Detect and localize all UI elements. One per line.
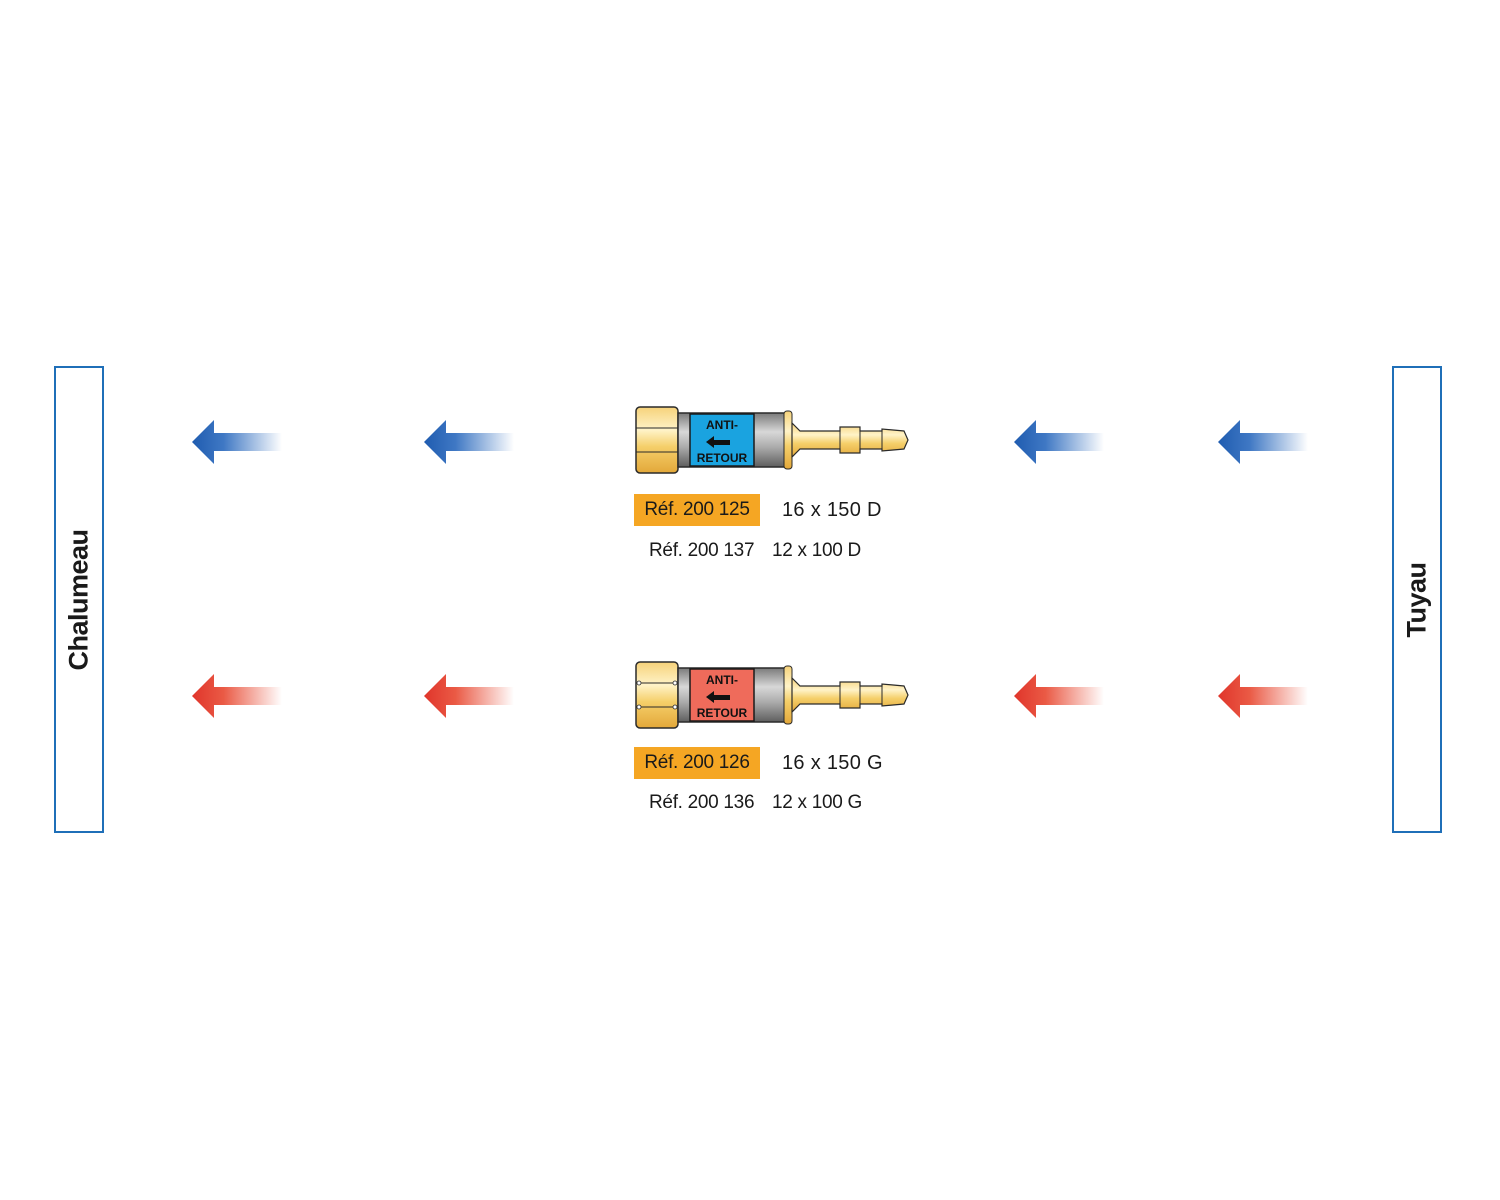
- valve-label-top: ANTI-: [706, 418, 738, 432]
- valve-label-top: ANTI-: [706, 673, 738, 687]
- size-main-red: 16 x 150 G: [782, 752, 883, 774]
- red-flow-arrow-icon: [192, 674, 282, 718]
- hose-label: Tuyau: [1401, 561, 1432, 638]
- size-main-blue: 16 x 150 D: [782, 499, 882, 521]
- ref-sub-blue: Réf. 200 137: [649, 540, 755, 561]
- red-flow-arrow-icon: [1218, 674, 1308, 718]
- red-flow-arrow-icon: [1014, 674, 1104, 718]
- hose-barb: [791, 421, 909, 459]
- red-flow-arrow-icon: [424, 674, 514, 718]
- hex-nut: [635, 661, 679, 729]
- blue-flow-arrow-icon: [192, 420, 282, 464]
- ref-main-blue: Réf. 200 125: [634, 494, 760, 526]
- red-flashback-arrestor: ANTI- RETOUR: [635, 661, 909, 729]
- torch-label: Chalumeau: [63, 528, 94, 671]
- size-sub-red: 12 x 100 G: [772, 792, 862, 813]
- hose-barb: [791, 676, 909, 714]
- valve-label-bottom: RETOUR: [697, 706, 748, 720]
- ref-sub-red: Réf. 200 136: [649, 792, 755, 813]
- blue-flow-arrow-icon: [1218, 420, 1308, 464]
- hex-nut: [635, 406, 679, 474]
- direction-arrow-icon: [706, 691, 730, 703]
- ref-main-red: Réf. 200 126: [634, 747, 760, 779]
- direction-arrow-icon: [706, 436, 730, 448]
- torch-end-box: Chalumeau: [54, 366, 104, 833]
- blue-flow-arrow-icon: [1014, 420, 1104, 464]
- size-sub-blue: 12 x 100 D: [772, 540, 861, 561]
- blue-flashback-arrestor: ANTI- RETOUR: [635, 406, 909, 474]
- blue-flow-arrow-icon: [424, 420, 514, 464]
- valve-label-bottom: RETOUR: [697, 451, 748, 465]
- hose-end-box: Tuyau: [1392, 366, 1442, 833]
